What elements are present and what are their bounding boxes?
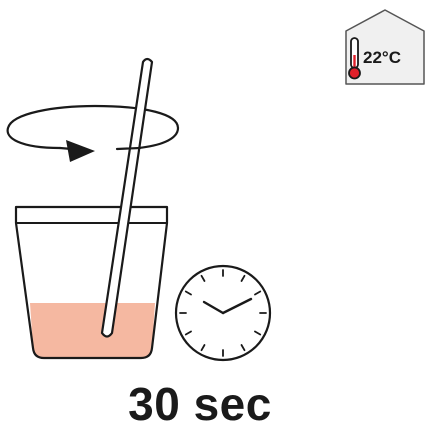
room-temperature-badge: 22°C bbox=[346, 10, 424, 84]
rotate-arrow-tail bbox=[117, 148, 140, 149]
rotate-arrow-icon bbox=[8, 106, 178, 148]
clock-icon bbox=[176, 266, 270, 360]
thermometer-icon bbox=[349, 38, 360, 79]
rotate-arrow-back-arc bbox=[8, 106, 178, 148]
stick-outline bbox=[102, 59, 152, 337]
stirring-stick-icon bbox=[102, 59, 152, 337]
arrowhead-icon bbox=[66, 140, 95, 162]
cup-icon bbox=[16, 207, 167, 358]
duration-label: 30 sec bbox=[0, 378, 400, 430]
liquid-fill bbox=[30, 303, 155, 358]
temperature-label: 22°C bbox=[363, 48, 401, 67]
